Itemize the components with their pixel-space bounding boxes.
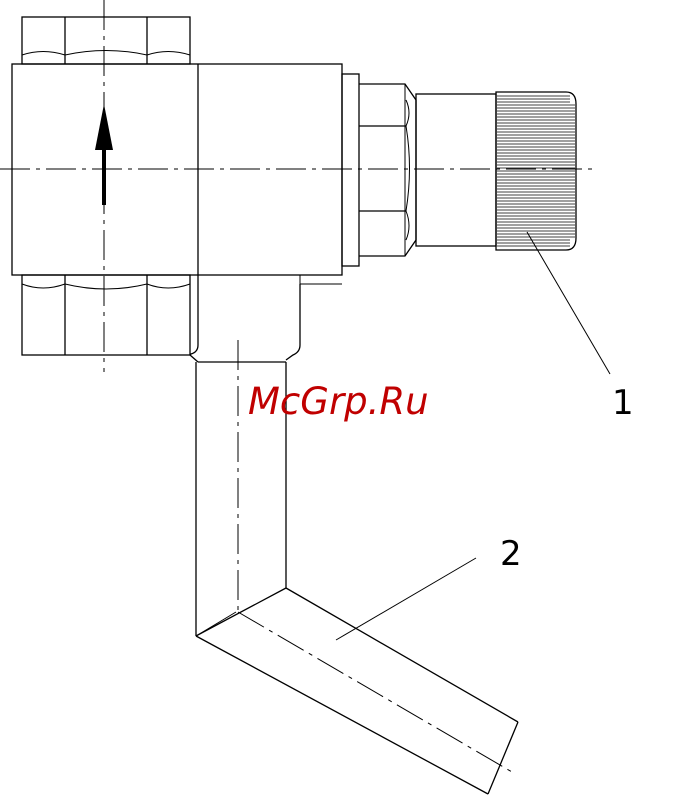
watermark: McGrp.Ru (248, 380, 429, 423)
spout-angled-centerline (238, 612, 512, 772)
knurl-hatching (497, 96, 575, 246)
upper-hex-nut (22, 17, 190, 64)
callout-2: 2 (336, 534, 522, 640)
knurled-handwheel (496, 92, 576, 250)
stem-hex-nut (359, 84, 416, 256)
leader-line-2 (336, 558, 476, 640)
callout-1: 1 (527, 232, 634, 423)
stem-fitting (342, 74, 576, 266)
lower-hex-nut (22, 275, 190, 355)
valve-body (12, 0, 342, 372)
callout-label-2: 2 (500, 534, 522, 574)
callout-label-1: 1 (612, 383, 634, 423)
outlet-neck (190, 275, 342, 362)
leader-line-1 (527, 232, 610, 374)
